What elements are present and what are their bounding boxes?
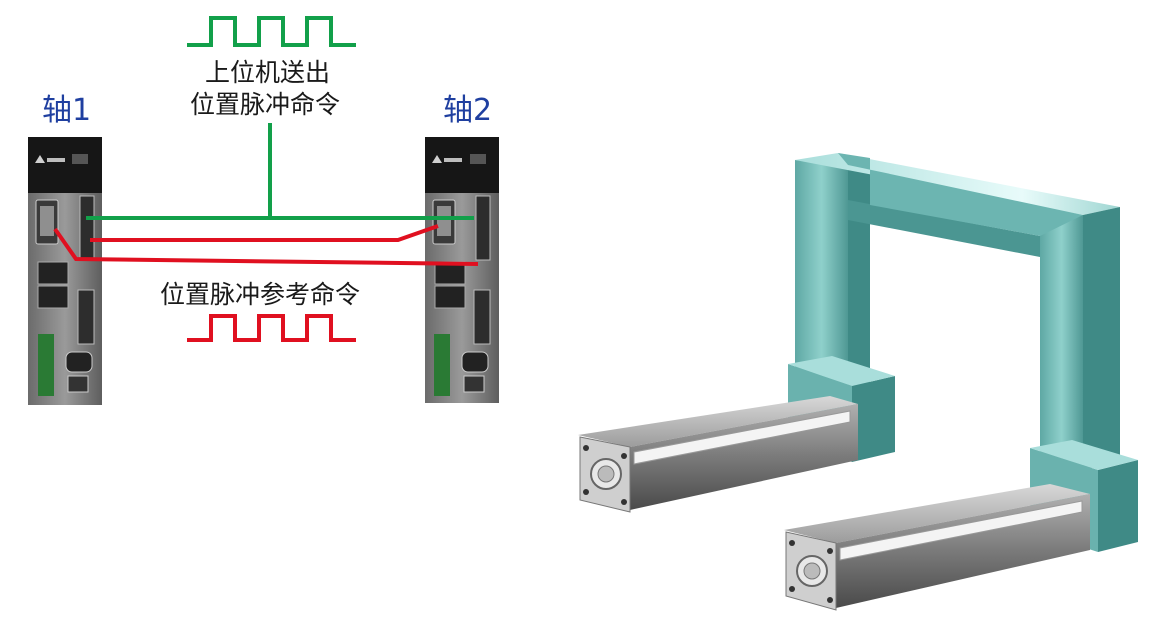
gantry-frame [788, 153, 1138, 552]
axis2-label: 轴2 [443, 93, 493, 128]
host-command-label-line2: 位置脉冲命令 [190, 90, 341, 119]
delta-logo-icon [35, 155, 45, 163]
linear-rail-2 [784, 484, 1090, 611]
reference-pulse-waveform [187, 314, 356, 342]
servo-drive-axis2 [425, 137, 499, 403]
reference-path-upper [90, 224, 439, 242]
host-pulse-signal [86, 16, 474, 220]
servo-drive-axis1 [28, 137, 102, 405]
axis1-label: 轴1 [42, 93, 92, 128]
host-command-label-line1: 上位机送出 [205, 58, 331, 87]
reference-pulse-signal [53, 224, 479, 342]
reference-command-label: 位置脉冲参考命令 [160, 280, 361, 309]
reference-path-lower [53, 227, 479, 266]
delta-logo-icon [432, 155, 442, 163]
linear-rail-1 [578, 396, 858, 513]
host-pulse-waveform [187, 16, 356, 47]
